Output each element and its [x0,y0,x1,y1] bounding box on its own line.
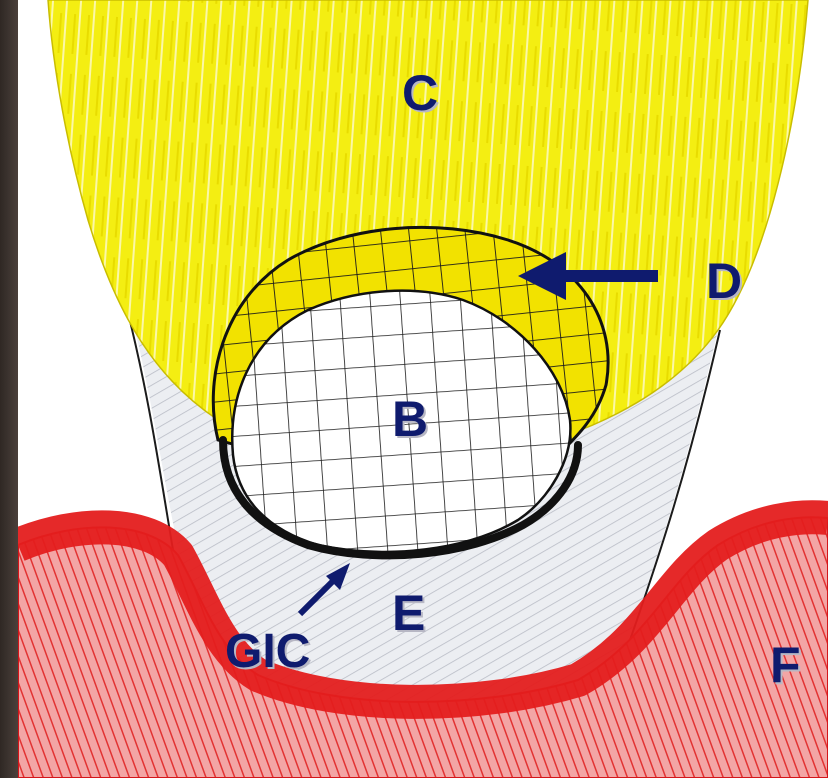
label-e: E [392,588,425,638]
diagram-canvas: C D B E GIC F [18,0,828,778]
label-f: F [770,640,801,690]
label-d: D [706,256,742,306]
label-b: B [392,394,428,444]
label-c: C [402,68,438,118]
label-gic: GIC [225,628,310,676]
